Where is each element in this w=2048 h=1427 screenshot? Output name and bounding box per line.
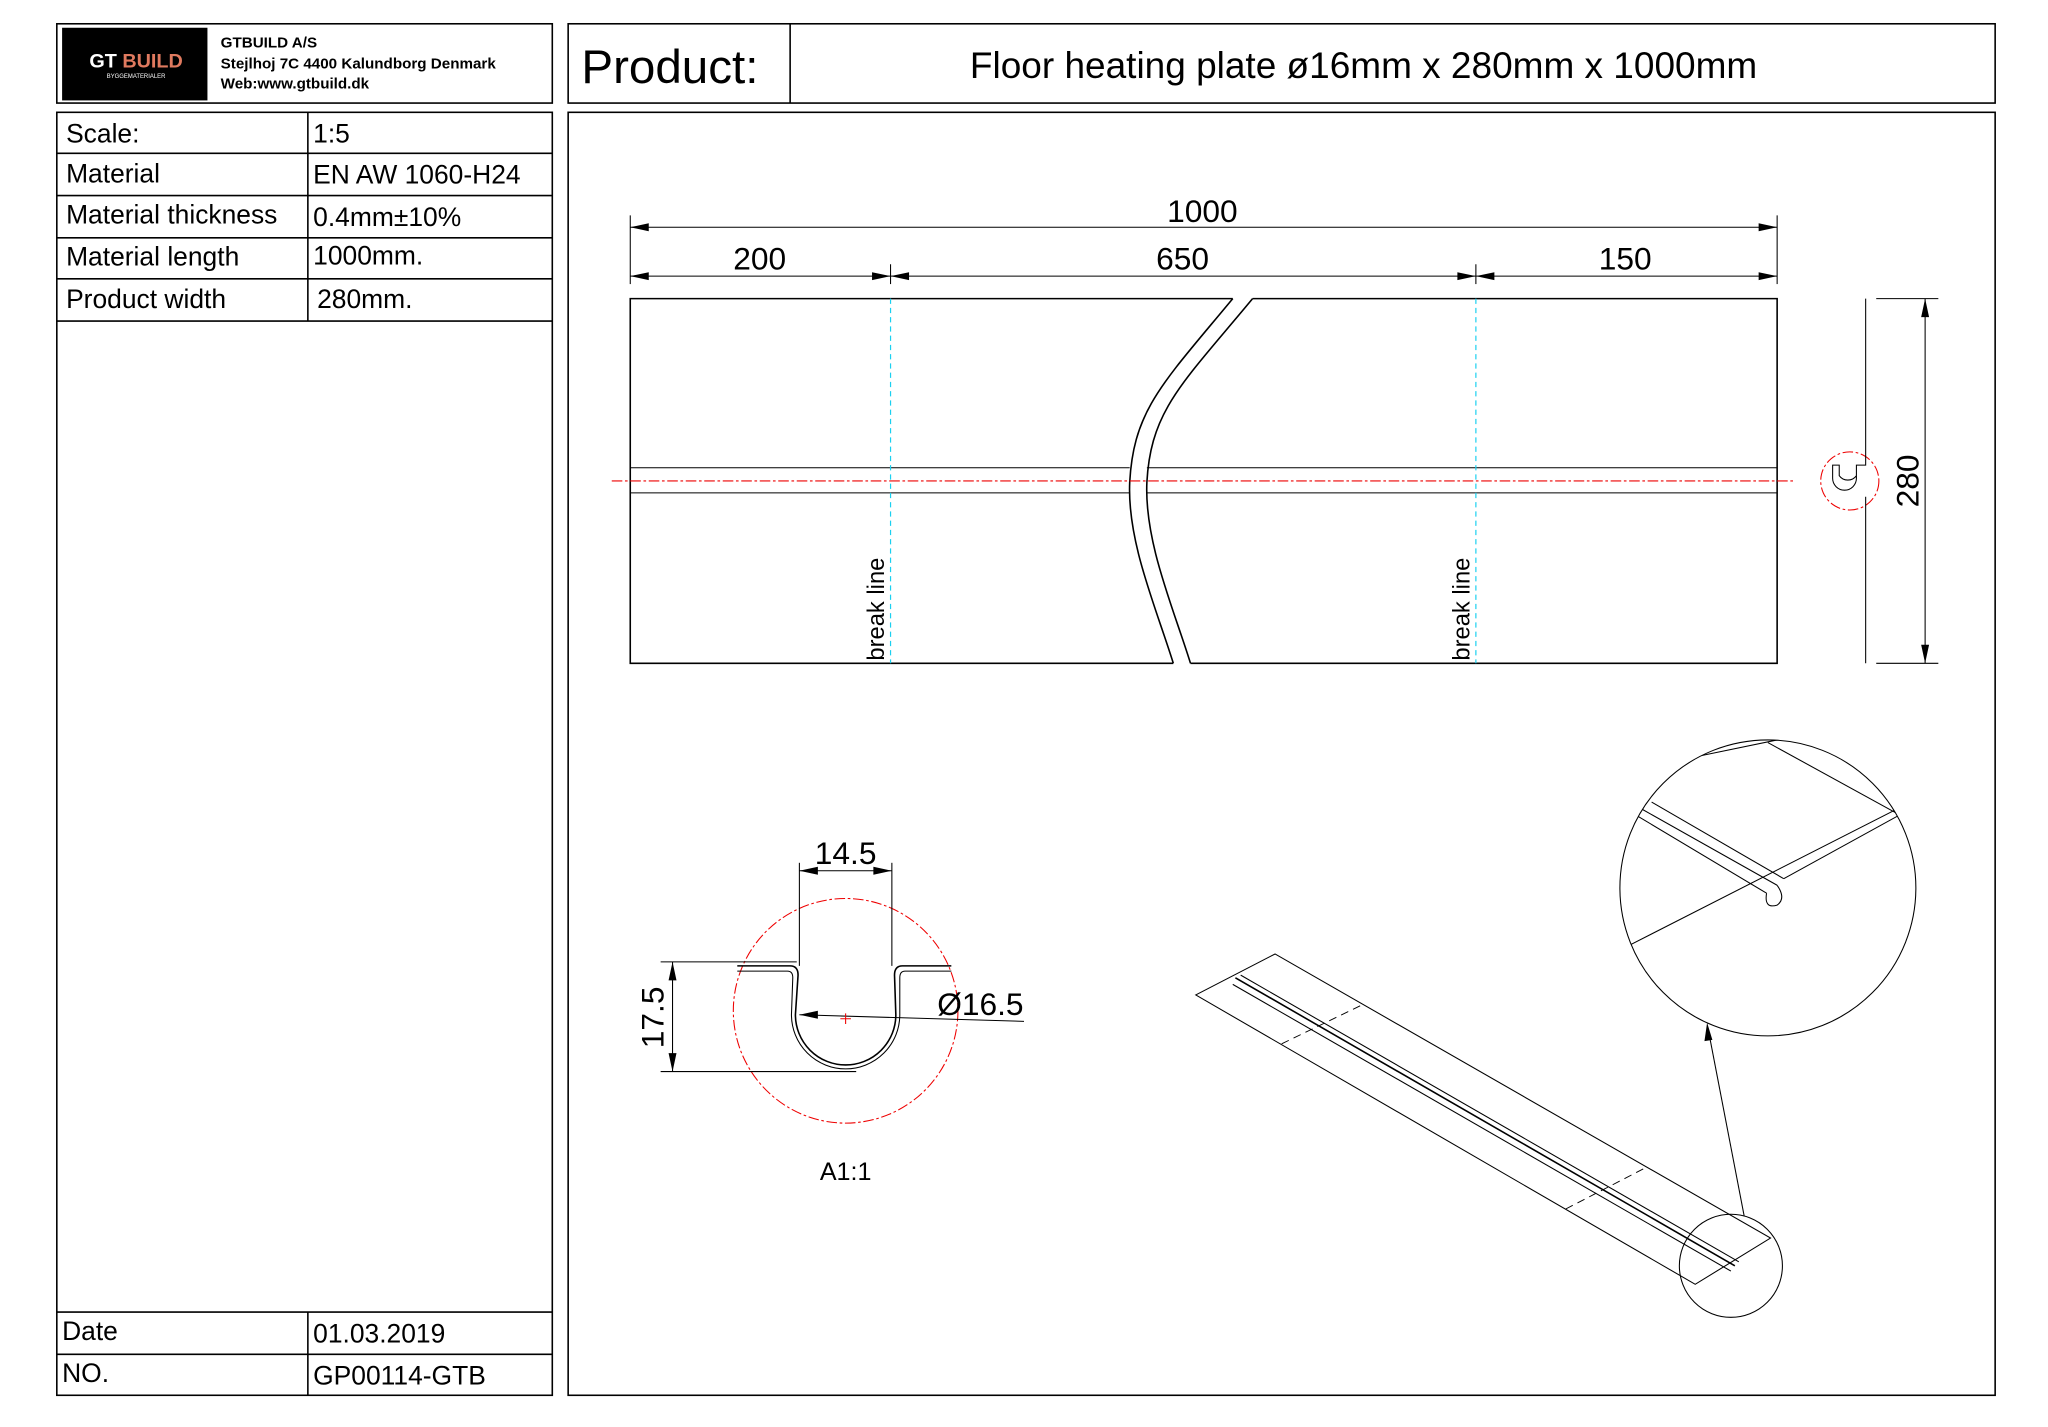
detail-width: 14.5	[815, 835, 877, 871]
spec-label-scale: Scale:	[66, 119, 139, 149]
dim-b: 650	[1156, 241, 1209, 277]
detail-height: 17.5	[634, 987, 670, 1049]
company-name: GTBUILD A/S	[221, 35, 317, 52]
break-line-label-2: break line	[1448, 558, 1475, 661]
spec-label-thickness: Material thickness	[66, 199, 277, 229]
logo-text: GT BUILD	[89, 50, 182, 72]
product-name: Floor heating plate ø16mm x 280mm x 1000…	[970, 45, 1757, 86]
detail-section: 14.5 17.5 Ø16.5 A1:1	[634, 835, 1025, 1186]
company-web: Web:www.gtbuild.dk	[221, 76, 370, 93]
product-header: Product: Floor heating plate ø16mm x 280…	[567, 22, 1996, 104]
title-block: GT BUILD BYGGEMATERIALER GTBUILD A/S Ste…	[56, 22, 554, 1397]
side-view: 280	[1820, 298, 1939, 664]
company-logo	[62, 27, 208, 101]
isometric-view	[1194, 739, 1917, 1318]
detail-callout-small	[1678, 1213, 1783, 1318]
spec-label-material: Material	[66, 158, 160, 188]
dim-total: 1000	[1167, 193, 1238, 229]
product-label: Product:	[581, 41, 758, 94]
spec-value-thickness: 0.4mm±10%	[313, 202, 461, 232]
company-address: Stejlhoj 7C 4400 Kalundborg Denmark	[221, 56, 497, 73]
drawing-frame	[567, 111, 1996, 1397]
number-label: NO.	[62, 1358, 109, 1388]
dim-c: 150	[1599, 241, 1652, 277]
spec-value-scale: 1:5	[313, 119, 350, 149]
date-label: Date	[62, 1316, 118, 1346]
break-line-label-1: break line	[863, 558, 890, 661]
spec-value-material: EN AW 1060-H24	[313, 160, 520, 190]
plan-view: break line break line	[611, 297, 1793, 665]
dim-a: 200	[733, 241, 786, 277]
spec-value-width: 280mm.	[317, 284, 412, 314]
detail-callout-large	[1619, 739, 1917, 1037]
spec-value-length: 1000mm.	[313, 240, 423, 270]
spec-label-width: Product width	[66, 284, 226, 314]
detail-diameter: Ø16.5	[937, 986, 1023, 1022]
spec-label-length: Material length	[66, 242, 239, 272]
detail-scale: A1:1	[820, 1158, 872, 1186]
logo-sub: BYGGEMATERIALER	[107, 74, 166, 80]
dim-width: 280	[1890, 454, 1926, 507]
number-value: GP00114-GTB	[313, 1361, 486, 1391]
top-dimensions: 1000 200 650 150	[629, 193, 1778, 285]
date-value: 01.03.2019	[313, 1318, 445, 1348]
